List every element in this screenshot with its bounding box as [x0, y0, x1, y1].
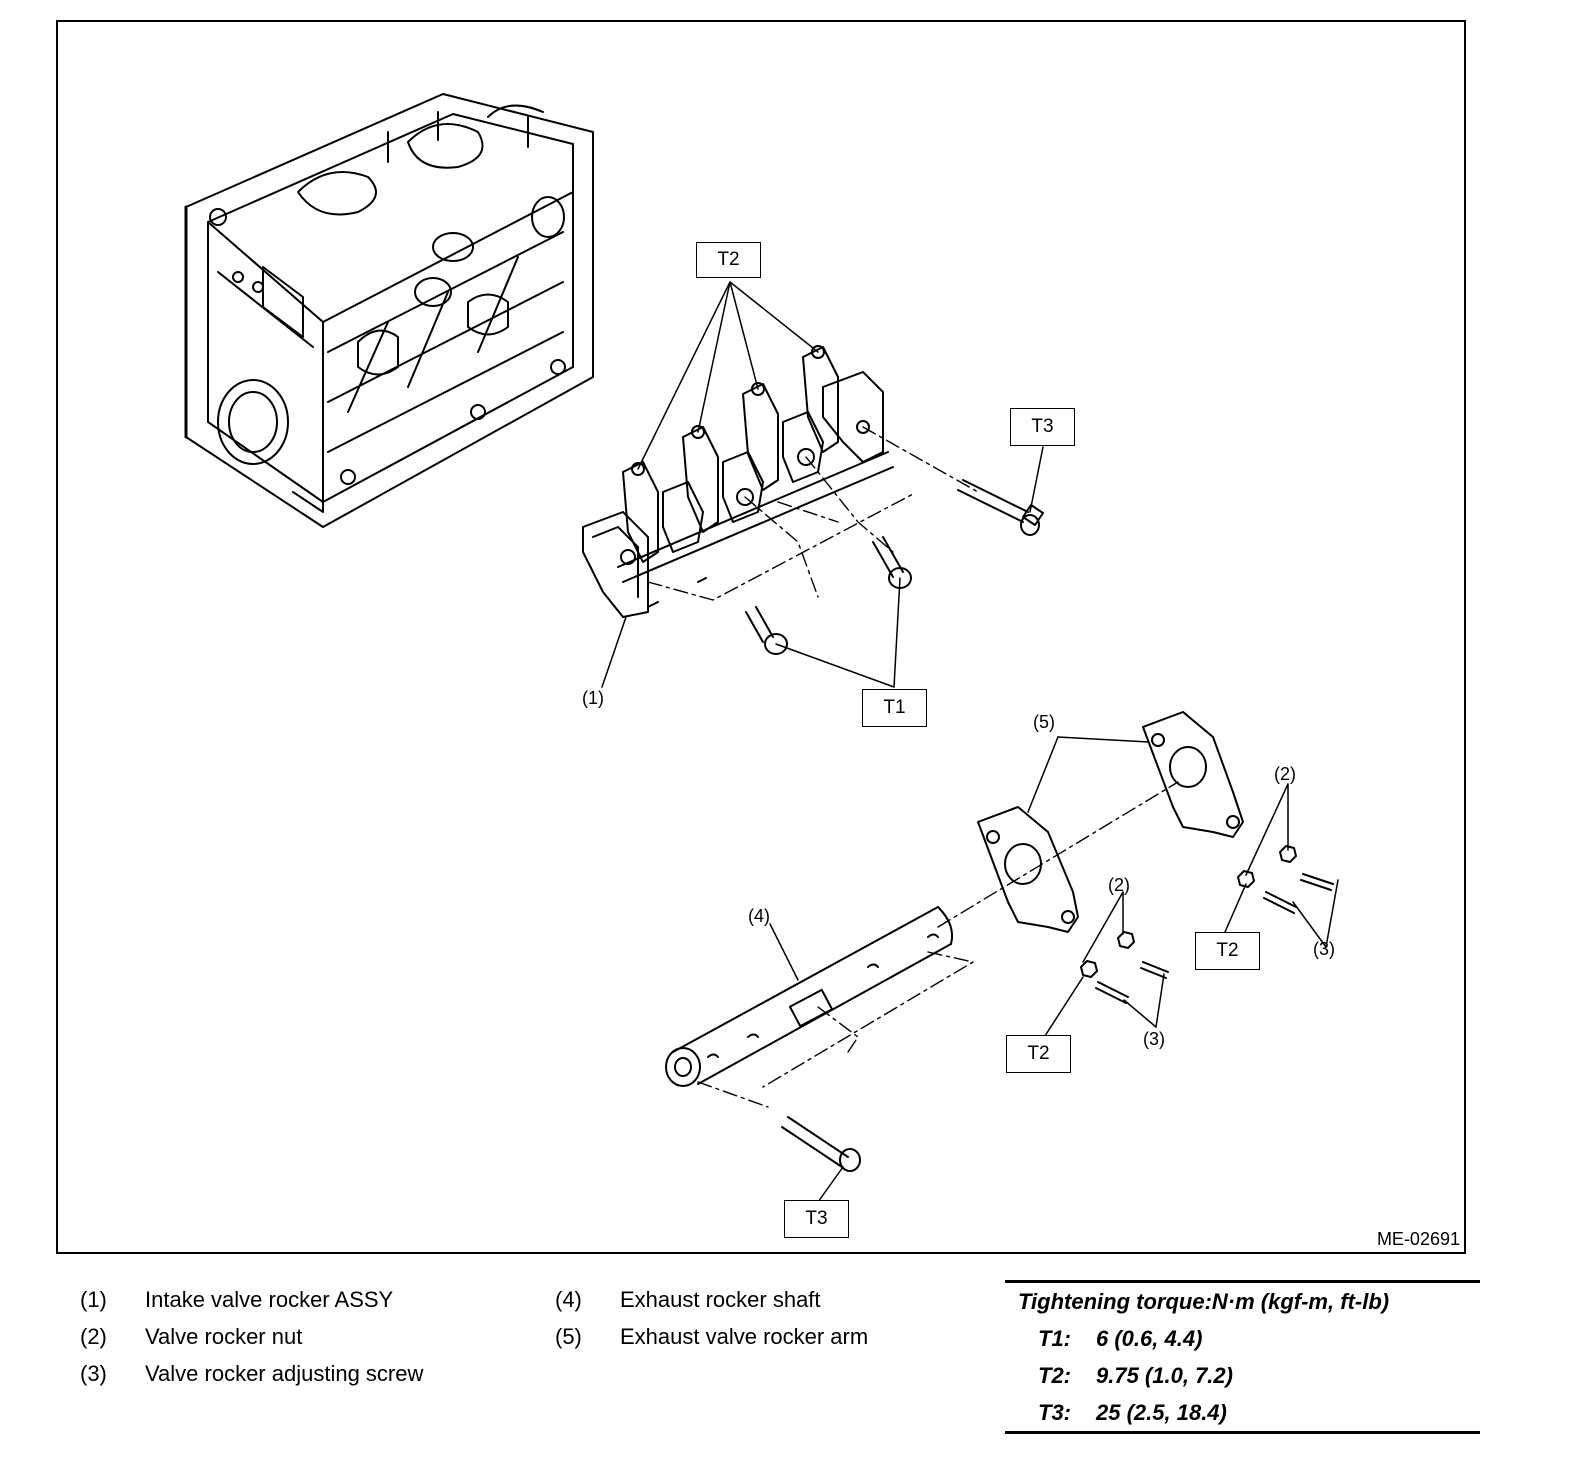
legend-item: (1) Intake valve rocker ASSY — [80, 1287, 423, 1324]
torque-value: 25 (2.5, 18.4) — [1096, 1399, 1227, 1425]
nuts-and-screws-drawing — [1080, 845, 1334, 1004]
figure-id: ME-02691 — [1376, 1229, 1460, 1249]
torque-title: Tightening torque:N·m (kgf-m, ft-lb) — [1018, 1289, 1390, 1314]
legend-text: Exhaust valve rocker arm — [620, 1324, 869, 1349]
torque-row: T3: 25 (2.5, 18.4) — [1005, 1394, 1480, 1431]
exploded-view-figure: T2 T3 T1 T2 T2 T3 (1) (5) (2) (4) (2) (3… — [56, 20, 1466, 1254]
legend-item: (2) Valve rocker nut — [80, 1324, 423, 1361]
exhaust-rocker-shaft-drawing — [665, 906, 954, 1087]
legend-num: (5) — [555, 1324, 582, 1349]
bolt-lower-t3 — [781, 1116, 861, 1172]
alignment-lines-upper — [647, 426, 979, 601]
torque-value: 6 (0.6, 4.4) — [1096, 1325, 1203, 1351]
callout-t2-right: T2 — [1195, 932, 1260, 970]
torque-value: 9.75 (1.0, 7.2) — [1096, 1362, 1233, 1388]
legend-num: (2) — [80, 1324, 107, 1349]
legend-text: Exhaust rocker shaft — [620, 1287, 821, 1312]
bolts-upper — [745, 479, 1044, 655]
legend-text: Intake valve rocker ASSY — [145, 1287, 394, 1312]
torque-table: Tightening torque:N·m (kgf-m, ft-lb) T1:… — [1005, 1280, 1480, 1434]
legend-num: (3) — [80, 1361, 107, 1386]
torque-key: T3: — [1038, 1399, 1071, 1425]
callout-t3-lower: T3 — [784, 1200, 849, 1238]
legend-text: Valve rocker adjusting screw — [145, 1361, 424, 1386]
label-2-lower: (2) — [1108, 875, 1130, 895]
legend-item: (3) Valve rocker adjusting screw — [80, 1361, 423, 1398]
torque-row: T2: 9.75 (1.0, 7.2) — [1005, 1357, 1480, 1394]
exhaust-rocker-arms-drawing — [977, 711, 1244, 933]
label-5: (5) — [1033, 712, 1055, 732]
legend-num: (4) — [555, 1287, 582, 1312]
drawing-canvas — [184, 93, 1339, 1203]
callout-t3-upper: T3 — [1010, 408, 1075, 446]
callout-t1: T1 — [862, 689, 927, 727]
label-3-lower: (3) — [1143, 1029, 1165, 1049]
label-1: (1) — [582, 688, 604, 708]
label-2-right: (2) — [1274, 764, 1296, 784]
cylinder-head-drawing — [184, 93, 594, 528]
legend-item: (4) Exhaust rocker shaft — [555, 1287, 868, 1324]
label-3-right: (3) — [1313, 939, 1335, 959]
legend-right: (4) Exhaust rocker shaft (5) Exhaust valve… — [555, 1287, 868, 1361]
legend-num: (1) — [80, 1287, 107, 1312]
leader-lines — [601, 281, 1339, 1203]
torque-key: T1: — [1038, 1325, 1071, 1351]
label-4: (4) — [748, 906, 770, 926]
torque-key: T2: — [1038, 1362, 1071, 1388]
torque-row: T1: 6 (0.6, 4.4) — [1005, 1320, 1480, 1357]
legend-text: Valve rocker nut — [145, 1324, 303, 1349]
callout-t2-upper: T2 — [696, 242, 761, 278]
callout-t2-lower: T2 — [1006, 1035, 1071, 1073]
intake-rocker-assembly-drawing — [582, 345, 894, 618]
legend-left: (1) Intake valve rocker ASSY (2) Valve roc… — [80, 1287, 423, 1398]
legend-item: (5) Exhaust valve rocker arm — [555, 1324, 868, 1361]
alignment-lines-lower — [697, 781, 1179, 1108]
